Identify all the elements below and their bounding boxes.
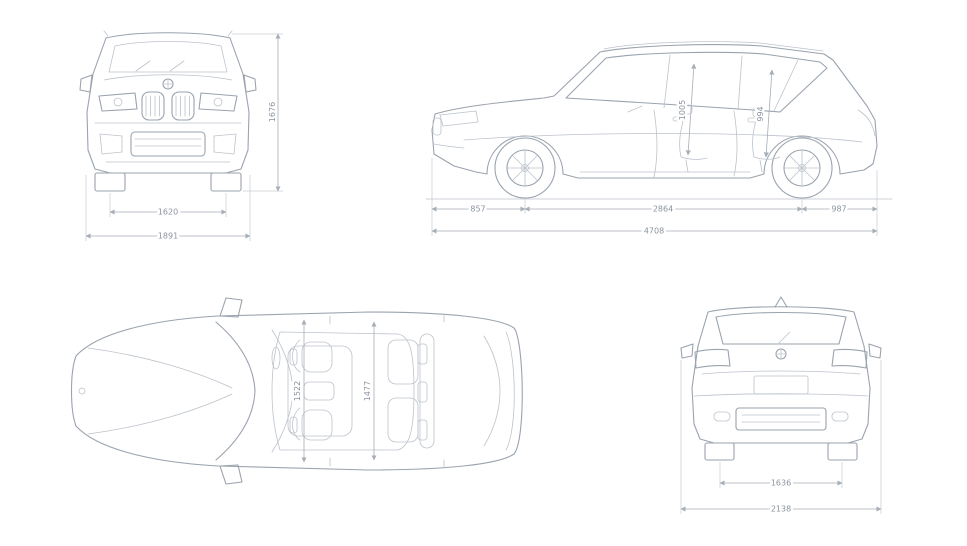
front-interior-width-value: 1522 — [293, 381, 302, 401]
rear-overall-width-dimension: 2138 — [680, 360, 882, 516]
left-taillight — [694, 348, 731, 369]
front-seats-top — [271, 339, 335, 441]
rear-overall-width-value: 2138 — [771, 505, 791, 514]
top-view: 1522 1477 — [71, 297, 523, 485]
right-headlight — [198, 92, 238, 112]
steering-wheel — [627, 105, 643, 113]
front-left-wheel — [94, 172, 126, 192]
rear-left-wheel — [704, 442, 735, 461]
hood-roundel — [78, 387, 86, 395]
rear-right-wheel — [827, 442, 858, 461]
height-dimension: 1676 — [232, 33, 283, 192]
kidney-grille — [141, 91, 195, 121]
left-headlight — [98, 92, 138, 112]
side-view-car-body — [425, 41, 893, 200]
left-mirror-top — [219, 297, 243, 318]
wheelbase-value: 2864 — [653, 205, 673, 214]
rear-door-handle — [747, 117, 762, 123]
rear-overhang-value: 987 — [831, 205, 846, 214]
left-mirror-rear — [680, 343, 694, 359]
left-exhaust — [713, 411, 731, 422]
top-view-car-body — [71, 297, 523, 485]
front-overall-width-dimension: 1891 — [85, 175, 251, 243]
rear-interior-width-value: 1477 — [363, 381, 372, 401]
rear-track-value: 1636 — [771, 479, 791, 488]
front-track-value: 1620 — [158, 208, 178, 217]
rear-view: 1636 2138 — [680, 296, 882, 516]
steering-wheel-top — [271, 346, 281, 370]
wipers — [135, 60, 185, 72]
right-taillight — [831, 348, 868, 369]
front-overhang-value: 857 — [470, 205, 485, 214]
rear-diffuser — [735, 407, 827, 431]
rear-wheel — [771, 137, 833, 199]
front-interior-height-value: 1005 — [678, 100, 687, 120]
antenna-fin — [774, 296, 788, 308]
right-mirror-top — [219, 464, 243, 485]
front-right-wheel — [210, 172, 242, 192]
front-view: 1620 1891 1676 — [79, 30, 283, 243]
rear-interior-height-value: 994 — [756, 106, 765, 121]
license-plate-recess — [753, 375, 809, 395]
front-interior-width-dimension: 1522 — [291, 319, 307, 463]
headlight — [439, 110, 479, 127]
windshield — [108, 41, 228, 73]
right-mirror-rear — [868, 343, 882, 359]
height-value: 1676 — [268, 102, 277, 122]
rear-interior-width-dimension: 1477 — [361, 321, 377, 461]
rear-wiper — [777, 331, 791, 345]
front-wheel — [494, 137, 556, 199]
front-bumper-intake — [130, 131, 206, 157]
glasshouse — [565, 51, 828, 113]
rear-interior-height-dimension: 994 — [754, 69, 775, 158]
rear-window — [715, 311, 847, 345]
grille — [432, 117, 442, 136]
roof-outline — [271, 331, 415, 451]
front-overall-width-value: 1891 — [158, 232, 178, 241]
side-view: 1005 994 857 2864 987 4708 — [425, 41, 893, 238]
rear-track-dimension: 1636 — [719, 462, 843, 490]
right-mirror — [243, 74, 257, 93]
rear-roundel — [775, 348, 787, 360]
right-exhaust — [831, 411, 849, 422]
brand-roundel — [162, 78, 174, 90]
windshield-base — [215, 321, 256, 461]
rear-window — [483, 335, 501, 447]
center-console — [303, 381, 335, 401]
rear-view-car-body — [680, 296, 882, 461]
sunroof — [287, 345, 353, 437]
rear-bench-top — [387, 333, 435, 449]
overall-length-value: 4708 — [644, 227, 664, 236]
front-track-dimension: 1620 — [109, 193, 227, 219]
front-interior-height-dimension: 1005 — [676, 63, 697, 156]
front-view-car-body — [79, 30, 257, 192]
taillight — [857, 109, 876, 137]
length-dimensions: 857 2864 987 4708 — [431, 158, 878, 238]
left-mirror — [79, 74, 93, 93]
